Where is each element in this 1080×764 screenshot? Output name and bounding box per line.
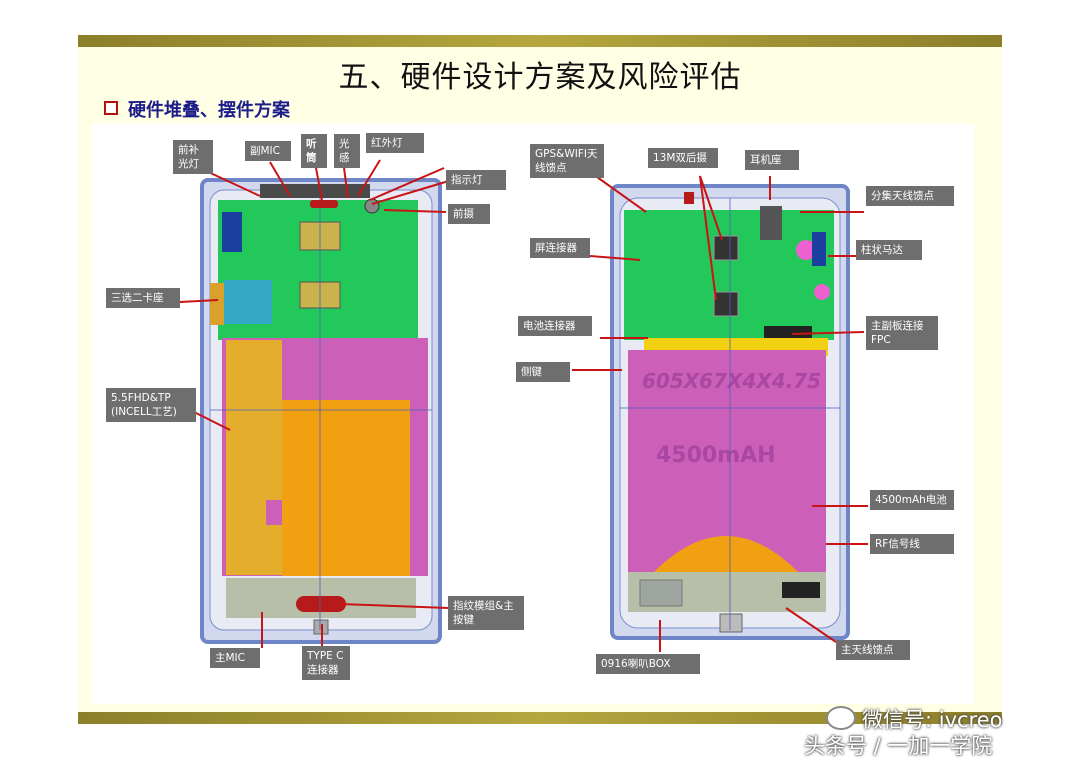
motor-flex	[814, 284, 830, 300]
label-ir-lamp: 红外灯	[366, 133, 424, 153]
battery-size-text: 605X67X4X4.75	[642, 369, 821, 393]
rear-camera-1	[713, 235, 739, 261]
rear-camera-2	[713, 291, 739, 317]
label-main-antenna: 主天线馈点	[836, 640, 910, 660]
label-dual-rear-camera: 13M双后摄	[648, 148, 718, 168]
label-secondary-mic: 副MIC	[245, 141, 291, 161]
battery-arc	[654, 536, 798, 572]
top-gold-bar	[78, 35, 1002, 47]
sim-tray	[224, 280, 272, 324]
wechat-watermark: 微信号: ivcreo	[826, 704, 1003, 734]
wechat-logo-icon	[826, 706, 856, 730]
battery-body	[628, 350, 826, 572]
display-fpc	[226, 340, 282, 575]
camera-bump	[684, 192, 694, 204]
sim-tray-slot	[210, 283, 224, 325]
label-front-camera: 前摄	[448, 204, 490, 224]
label-type-c: TYPE C连接器	[302, 646, 350, 680]
label-headphone-jack: 耳机座	[745, 150, 799, 170]
checkbox-bullet-icon	[104, 101, 118, 115]
usb-port-back	[719, 613, 743, 633]
label-gps-wifi-feed: GPS&WIFI天线馈点	[530, 144, 604, 178]
label-speaker-box: 0916喇叭BOX	[596, 654, 700, 674]
label-board-fpc: 主副板连接FPC	[866, 316, 938, 350]
vibration-motor	[796, 240, 816, 260]
label-display: 5.5FHD&TP (INCELL工艺)	[106, 388, 196, 422]
usb-connector-back	[782, 582, 820, 598]
speaker-box	[639, 579, 683, 607]
front-top-parts	[260, 184, 370, 198]
toutiao-watermark: 头条号 / 一加一学院	[804, 734, 993, 758]
headphone-jack	[760, 206, 782, 240]
fingerprint-module	[296, 596, 346, 612]
slide-title: 五、硬件设计方案及风险评估	[338, 60, 742, 95]
subtitle-text: 硬件堆叠、摆件方案	[128, 100, 290, 121]
back-mainboard	[624, 210, 834, 340]
bottom-gold-bar	[78, 712, 1002, 724]
label-front-flash: 前补光灯	[173, 140, 213, 174]
label-earpiece: 听筒	[301, 134, 327, 168]
display-connector-area	[282, 400, 410, 576]
leader-lines	[179, 159, 868, 652]
front-camera	[364, 198, 380, 214]
label-rf-cable: RF信号线	[870, 534, 954, 554]
back-phone-view: 605X67X4X4.75 4500mAH	[610, 184, 850, 640]
label-battery: 4500mAh电池	[870, 490, 954, 510]
label-light-sensor: 光感	[334, 134, 360, 168]
battery-capacity-text: 4500mAH	[656, 443, 776, 468]
label-side-key: 侧键	[516, 362, 570, 382]
label-main-mic: 主MIC	[210, 648, 260, 668]
label-indicator: 指示灯	[446, 170, 506, 190]
earpiece	[310, 200, 338, 208]
label-diversity-antenna: 分集天线馈点	[866, 186, 954, 206]
motor-bracket	[812, 232, 826, 266]
label-fingerprint: 指纹模组&主按键	[448, 596, 524, 630]
label-screen-connector: 屏连接器	[530, 238, 590, 258]
front-mainboard-detail	[222, 212, 242, 252]
label-sim-tray: 三选二卡座	[106, 288, 180, 308]
front-phone-view	[200, 178, 442, 644]
wechat-watermark-text: 微信号: ivcreo	[862, 708, 1003, 732]
label-motor: 柱状马达	[856, 240, 922, 260]
slide-subtitle: 硬件堆叠、摆件方案	[104, 96, 290, 122]
label-battery-connector: 电池连接器	[518, 316, 592, 336]
